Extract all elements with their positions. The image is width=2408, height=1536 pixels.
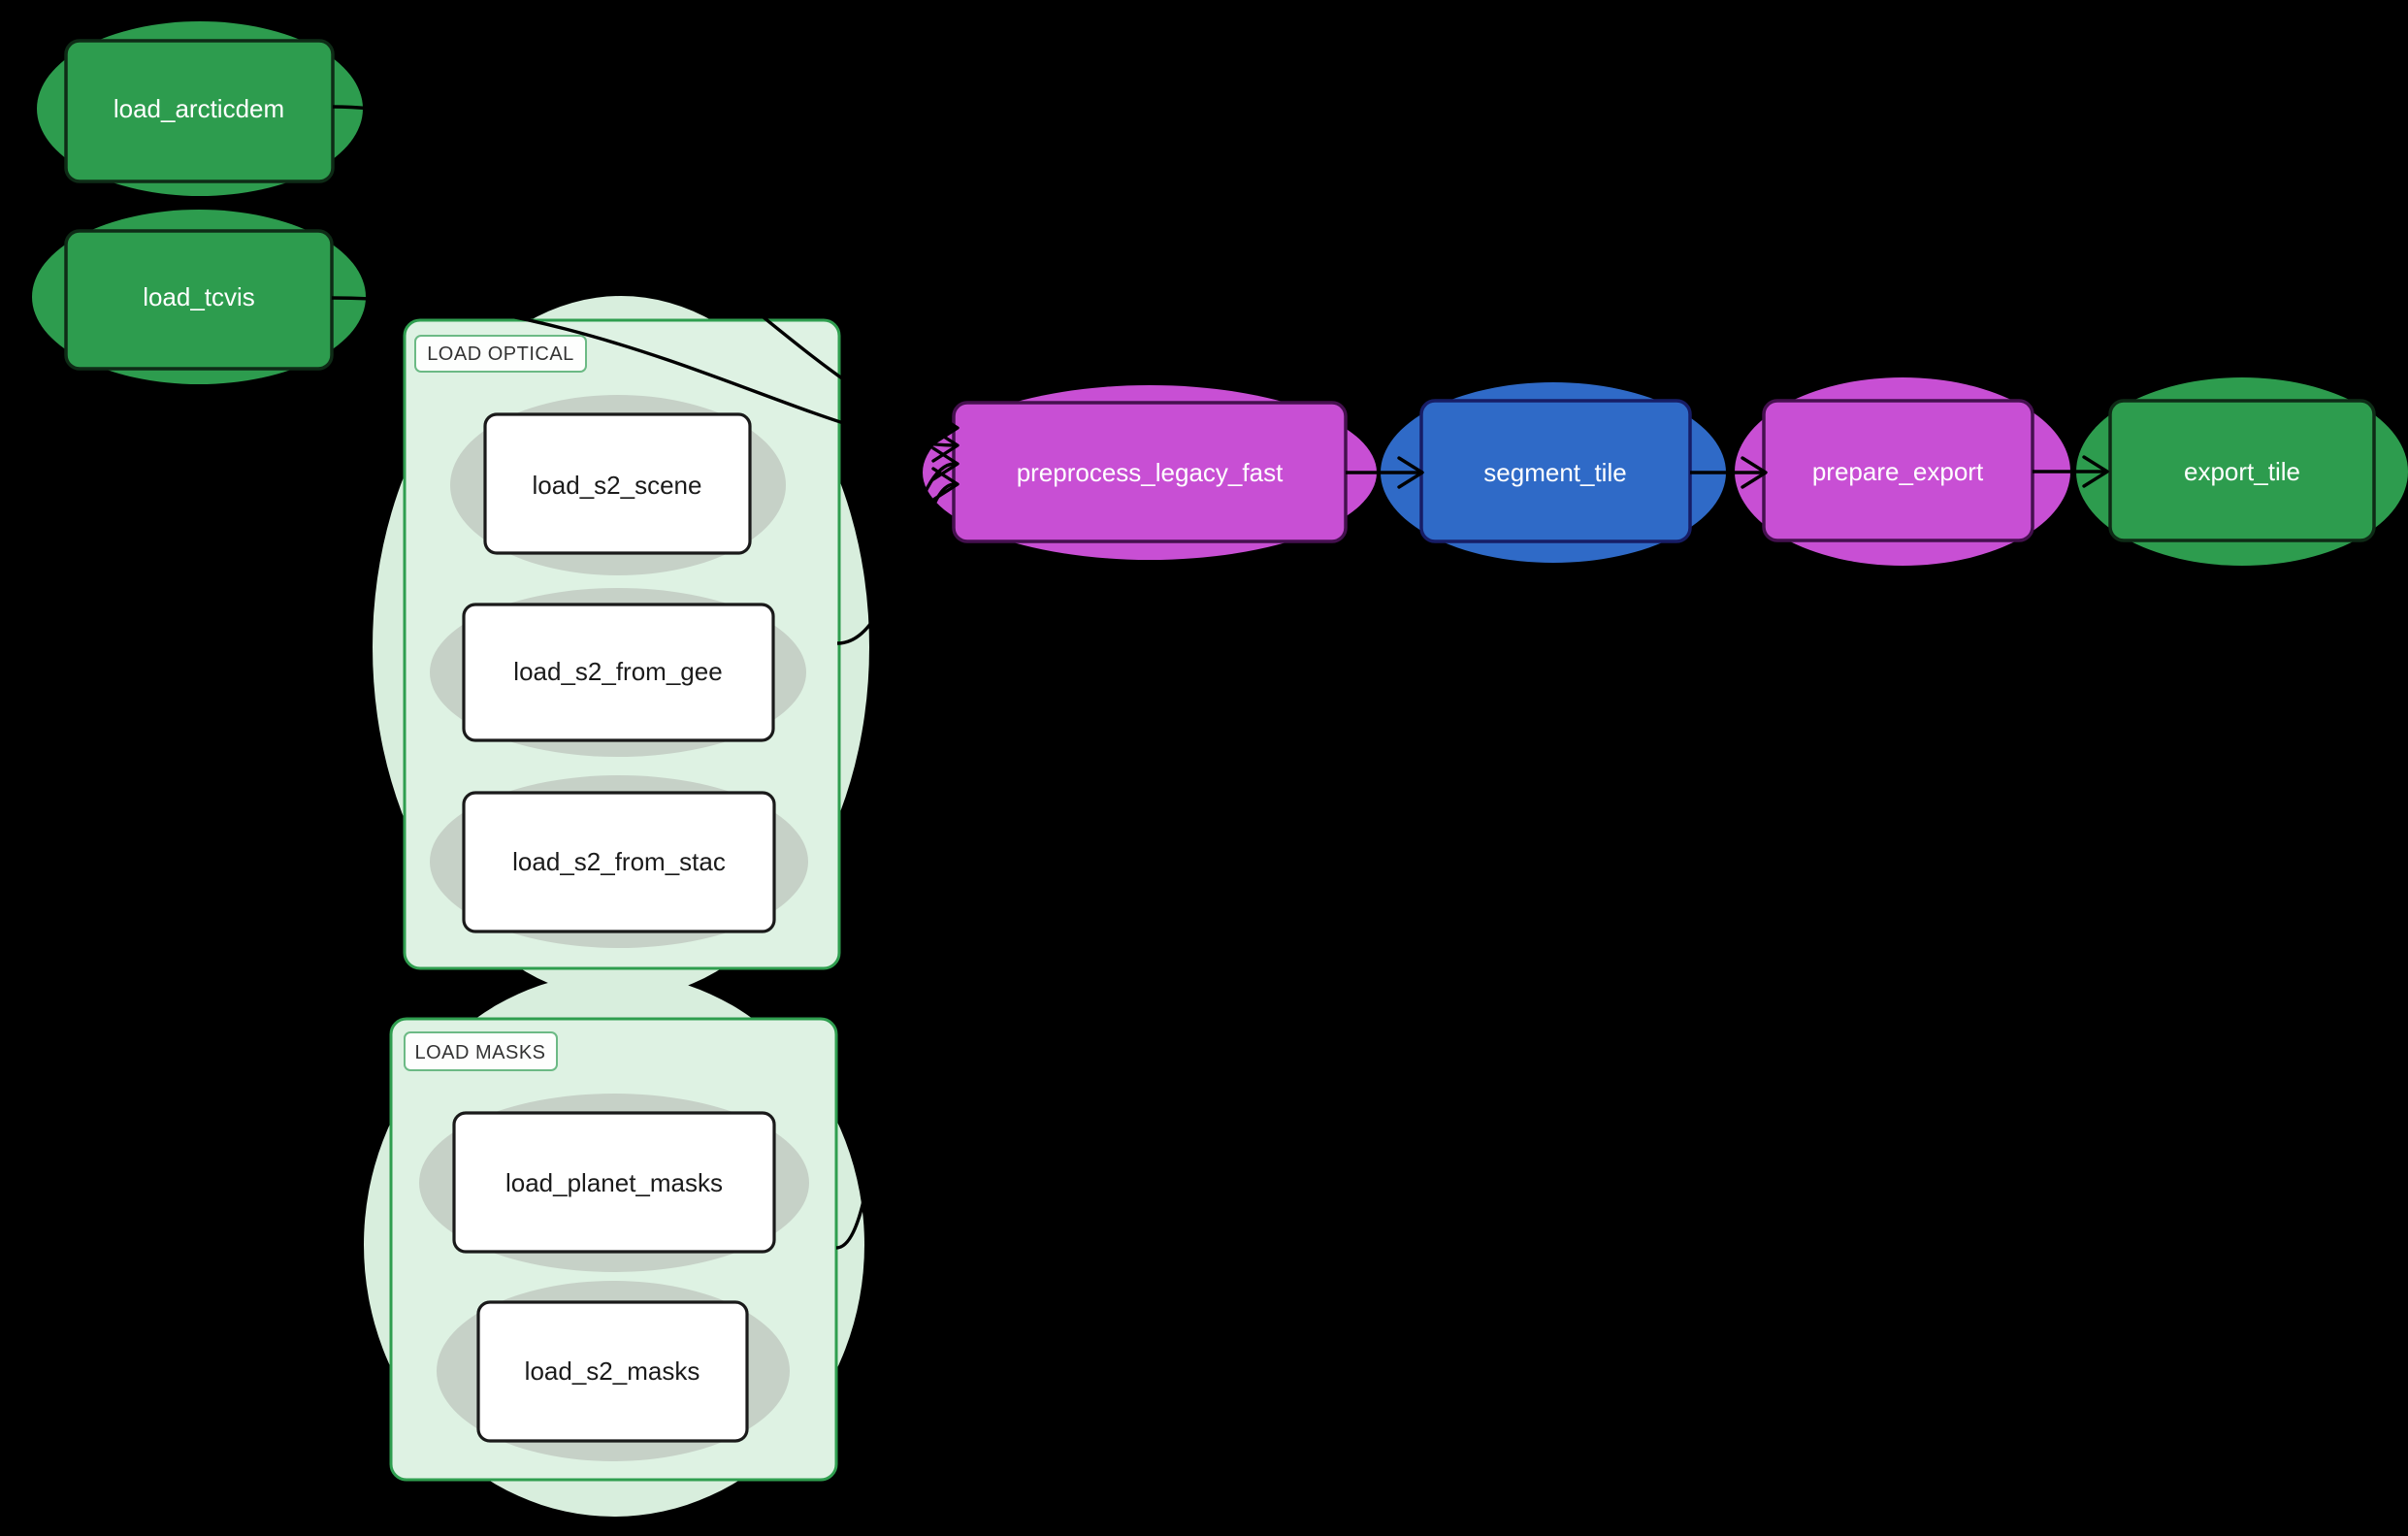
node-load-s2-from-stac: load_s2_from_stac bbox=[430, 775, 808, 948]
node-box bbox=[476, 1300, 749, 1443]
node-prepare-export: prepare_export bbox=[1735, 377, 2070, 566]
node-label: load_s2_from_stac bbox=[512, 847, 726, 876]
node-box bbox=[462, 791, 776, 933]
node-load-s2-scene: load_s2_scene bbox=[450, 395, 786, 575]
node-box bbox=[483, 412, 752, 555]
node-box bbox=[2108, 399, 2376, 542]
node-label: segment_tile bbox=[1483, 458, 1626, 487]
node-label: load_tcvis bbox=[143, 282, 255, 311]
node-load-s2-from-gee: load_s2_from_gee bbox=[430, 588, 806, 757]
node-segment-tile: segment_tile bbox=[1381, 382, 1726, 563]
node-label: load_s2_scene bbox=[533, 471, 702, 500]
node-load-tcvis: load_tcvis bbox=[32, 210, 366, 384]
node-box bbox=[462, 603, 775, 742]
subgraph-title: LOAD OPTICAL bbox=[427, 343, 574, 365]
node-label: preprocess_legacy_fast bbox=[1017, 458, 1284, 487]
node-box bbox=[64, 39, 335, 183]
node-load-planet-masks: load_planet_masks bbox=[419, 1094, 809, 1272]
node-label: load_s2_from_gee bbox=[513, 657, 722, 686]
node-load-arcticdem: load_arcticdem bbox=[37, 21, 363, 196]
arrowhead-icon bbox=[2082, 455, 2109, 488]
subgraph-load-optical: load_s2_scene load_s2_from_gee load_s2_f… bbox=[373, 296, 869, 998]
arrowhead-icon bbox=[931, 410, 960, 445]
subgraph-load-masks: load_planet_masks load_s2_masks LOAD MAS… bbox=[364, 973, 864, 1517]
node-label: load_arcticdem bbox=[114, 94, 284, 123]
node-load-s2-masks: load_s2_masks bbox=[437, 1281, 790, 1461]
arrowhead-icon bbox=[1741, 456, 1768, 489]
subgraph-title: LOAD MASKS bbox=[414, 1042, 545, 1063]
arrowhead-icon bbox=[1397, 456, 1424, 489]
arrowhead-icon bbox=[931, 428, 960, 463]
subgraph-title-box bbox=[404, 1031, 558, 1071]
edge-load-tcvis-to-preprocess bbox=[331, 296, 956, 447]
edge-load-arcticdem-to-preprocess bbox=[332, 105, 956, 430]
edge-layer bbox=[331, 105, 2109, 1250]
node-label: load_planet_masks bbox=[505, 1168, 723, 1197]
node-label: prepare_export bbox=[1812, 457, 1984, 486]
node-export-tile: export_tile bbox=[2076, 377, 2408, 566]
subgraph-title-box bbox=[414, 335, 587, 373]
node-label: export_tile bbox=[2184, 457, 2300, 486]
node-label: load_s2_masks bbox=[525, 1356, 700, 1386]
edge-load-masks-to-preprocess bbox=[835, 482, 956, 1250]
node-box bbox=[64, 229, 334, 371]
arrowhead-icon bbox=[931, 467, 960, 502]
node-box bbox=[452, 1111, 776, 1254]
node-preprocess-legacy-fast: preprocess_legacy_fast bbox=[923, 385, 1377, 560]
